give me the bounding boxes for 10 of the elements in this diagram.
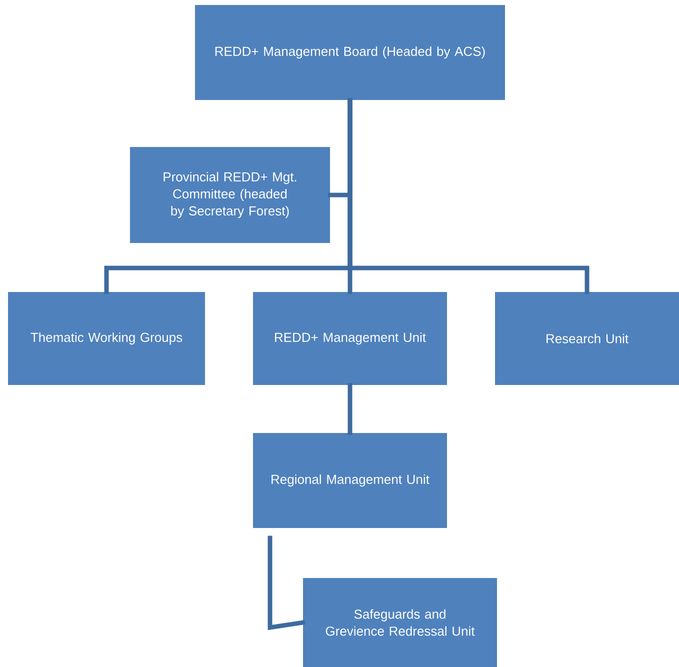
connector-line: [268, 536, 306, 630]
org-box: REDD+ Management Board (Headed by ACS): [195, 5, 505, 100]
connector-line: [348, 382, 352, 436]
connector-line: [348, 98, 590, 294]
org-box: Provincial REDD+ Mgt. Committee (headed by Secretary Forest): [130, 147, 330, 243]
org-box: Research Unit: [495, 292, 679, 385]
org-box: Regional Management Unit: [253, 433, 447, 528]
org-box: REDD+ Management Unit: [253, 292, 447, 385]
org-box: Thematic Working Groups: [8, 292, 205, 385]
org-box: Safeguards and Grevience Redressal Unit: [303, 578, 497, 667]
